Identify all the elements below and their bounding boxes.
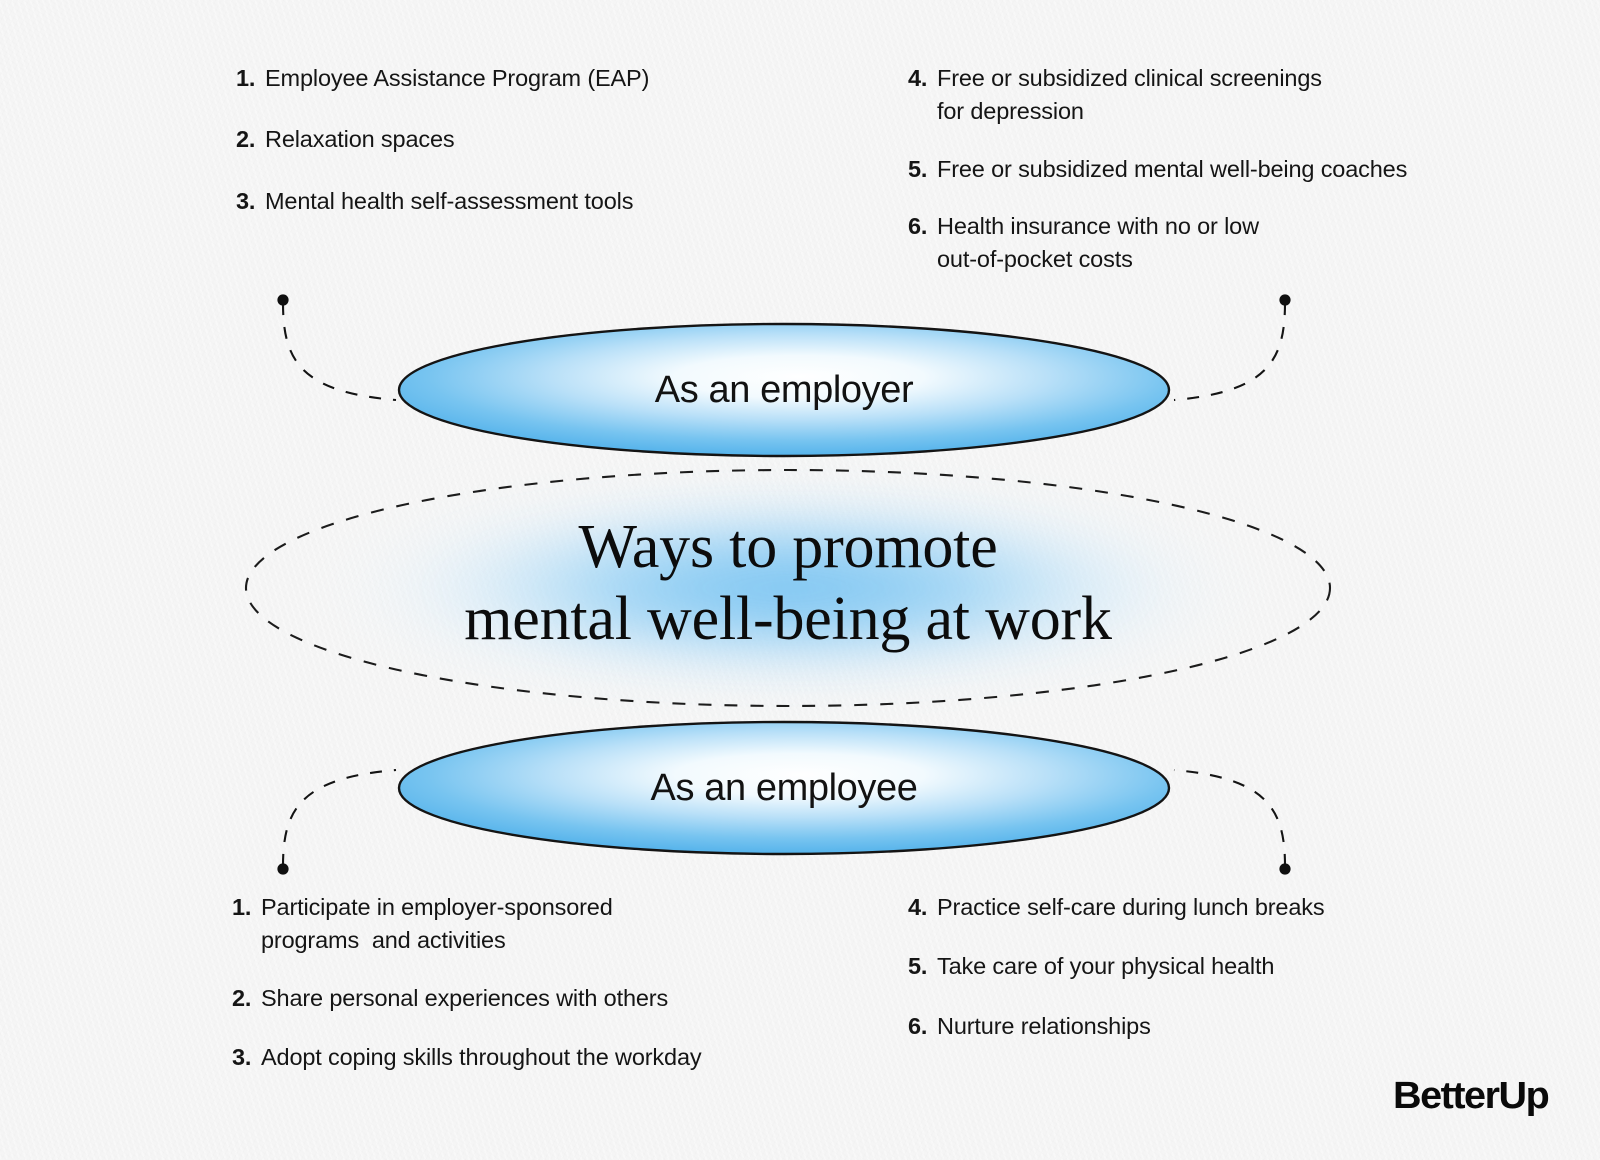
page-title-line-2: mental well-being at work xyxy=(464,584,1112,653)
employee-ellipse xyxy=(397,720,1171,856)
list-item: 4. Free or subsidized clinical screening… xyxy=(908,62,1548,129)
list-item-text: Practice self-care during lunch breaks xyxy=(937,894,1325,920)
list-item-number: 4. xyxy=(908,65,928,91)
page-title-line-1: Ways to promote xyxy=(578,513,998,581)
list-item-text: Health insurance with no or low out-of-p… xyxy=(937,213,1259,273)
employer-right-list: 4. Free or subsidized clinical screening… xyxy=(908,62,1548,277)
connector-dot xyxy=(1279,863,1291,875)
list-item-text: Employee Assistance Program (EAP) xyxy=(265,65,650,91)
list-item-text: Take care of your physical health xyxy=(937,953,1275,980)
list-item-number: 2. xyxy=(236,126,256,153)
employer-left-list: 1. Employee Assistance Program (EAP) 2. … xyxy=(236,62,856,218)
employee-left-list: 1. Participate in employer-sponsored pro… xyxy=(232,891,852,1074)
list-item-text: Mental health self-assessment tools xyxy=(265,187,634,214)
list-item: 5. Take care of your physical health xyxy=(908,950,1548,983)
list-item: 6. Nurture relationships xyxy=(908,1010,1548,1043)
list-item: 2. Share personal experiences with other… xyxy=(232,982,852,1015)
employer-ellipse xyxy=(397,322,1171,458)
betterup-logo: BetterUp xyxy=(1392,1075,1550,1117)
employee-connectors xyxy=(277,768,1291,875)
list-item-text: Relaxation spaces xyxy=(265,126,455,153)
list-item-number: 1. xyxy=(236,65,256,91)
list-item-text: Share personal experiences with others xyxy=(261,984,669,1011)
list-item: 3. Mental health self-assessment tools xyxy=(236,185,856,218)
list-item-number: 2. xyxy=(232,984,252,1011)
list-item: 6. Health insurance with no or low out-o… xyxy=(908,210,1548,277)
list-item-text: Free or subsidized clinical screenings f… xyxy=(937,65,1322,125)
page-title: Ways to promote mental well-being at wor… xyxy=(238,512,1338,656)
list-item-text: Adopt coping skills throughout the workd… xyxy=(261,1044,702,1071)
list-item-number: 5. xyxy=(908,953,928,980)
list-item: 3. Adopt coping skills throughout the wo… xyxy=(232,1041,852,1074)
list-item-number: 6. xyxy=(908,1012,928,1039)
dashed-ellipse-outline xyxy=(244,468,1332,708)
employee-ellipse-label: As an employee xyxy=(650,767,918,809)
list-item-number: 1. xyxy=(232,894,252,920)
employee-right-list: 4. Practice self-care during lunch break… xyxy=(908,891,1548,1043)
center-glow xyxy=(290,480,1290,696)
connector-dot xyxy=(277,294,289,306)
list-item: 1. Participate in employer-sponsored pro… xyxy=(232,891,852,958)
list-item-text: Free or subsidized mental well-being coa… xyxy=(937,155,1408,182)
list-item: 5. Free or subsidized mental well-being … xyxy=(908,153,1548,186)
list-item: 4. Practice self-care during lunch break… xyxy=(908,891,1548,924)
connector-dot xyxy=(277,863,289,875)
list-item-number: 6. xyxy=(908,213,928,240)
list-item-number: 5. xyxy=(908,155,928,182)
list-item-text: Participate in employer-sponsored progra… xyxy=(261,894,613,954)
employer-ellipse-label: As an employer xyxy=(654,369,914,411)
connector-dot xyxy=(1279,294,1291,306)
list-item-number: 3. xyxy=(236,187,256,214)
employer-connectors xyxy=(277,294,1291,402)
list-item-text: Nurture relationships xyxy=(937,1012,1151,1039)
list-item: 2. Relaxation spaces xyxy=(236,123,856,156)
list-item: 1. Employee Assistance Program (EAP) xyxy=(236,62,856,95)
list-item-number: 3. xyxy=(232,1044,252,1071)
list-item-number: 4. xyxy=(908,894,928,920)
